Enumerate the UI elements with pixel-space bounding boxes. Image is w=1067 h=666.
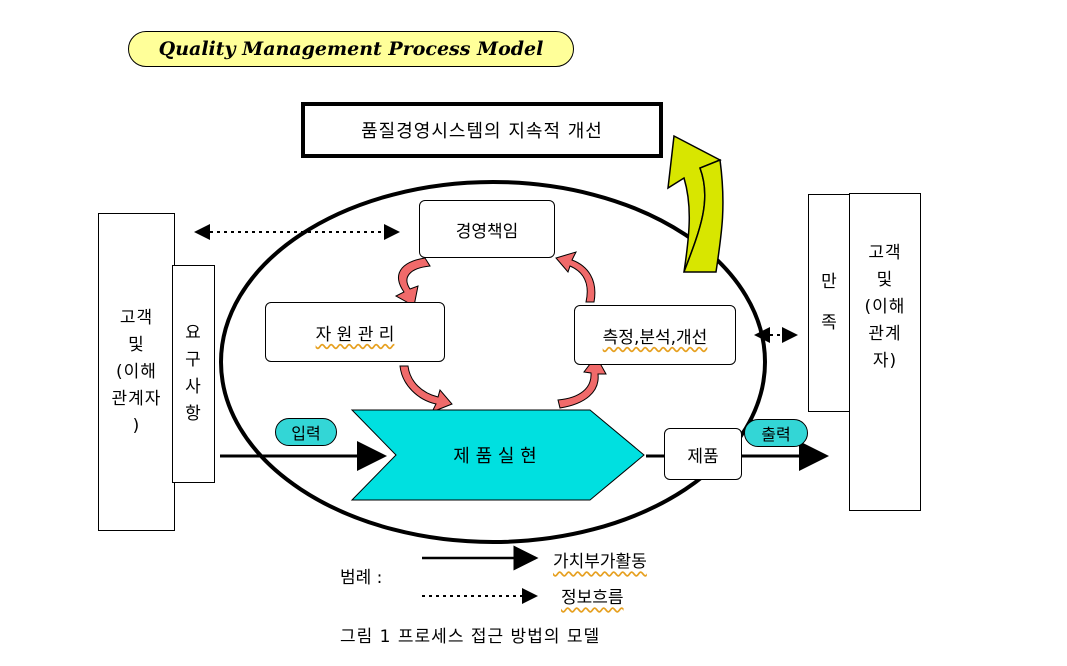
- legend-value-added-label: 가치부가활동: [553, 552, 647, 572]
- customer-right-line: 고객: [868, 242, 902, 263]
- legend-information-flow-label: 정보흐름: [561, 588, 624, 608]
- requirements-char: 사: [185, 377, 202, 397]
- figure-caption: 그림 1 프로세스 접근 방법의 모델: [340, 627, 601, 647]
- measurement-label: 측정,분석,개선: [602, 327, 708, 348]
- product-box: 제품: [664, 428, 742, 480]
- resource-management-box: 자 원 관 리: [265, 302, 445, 362]
- legend-label: 범례 :: [340, 568, 383, 588]
- requirements-box: 요 구 사 항: [172, 265, 215, 483]
- customer-right-line: (이해: [864, 296, 906, 317]
- output-badge: 출력: [744, 419, 808, 447]
- model-title: Quality Management Process Model: [128, 31, 574, 67]
- satisfaction-char: 족: [821, 313, 838, 333]
- customer-left-line: 관계자: [111, 388, 162, 409]
- requirements-char: 항: [185, 404, 202, 424]
- customer-left-box: 고객 및 (이해 관계자 ): [98, 213, 175, 531]
- customer-right-line: 및: [876, 269, 894, 290]
- cycle-arrows: [394, 251, 607, 413]
- customer-right-line: 자): [872, 350, 898, 371]
- customer-left-line: 및: [128, 334, 145, 355]
- measurement-box: 측정,분석,개선: [574, 305, 736, 365]
- requirements-char: 구: [185, 350, 202, 370]
- product-realization-shape: [350, 409, 645, 501]
- customer-left-line: ): [132, 415, 141, 436]
- customer-left-line: (이해: [116, 361, 157, 382]
- continuous-improvement-box: 품질경영시스템의 지속적 개선: [301, 102, 663, 158]
- customer-left-line: 고객: [119, 307, 154, 328]
- process-ellipse: [219, 180, 767, 544]
- resource-management-label: 자 원 관 리: [315, 324, 395, 345]
- legend-information-flow: 정보흐름: [561, 583, 671, 608]
- product-realization-label: 제 품 실 현: [453, 446, 537, 467]
- input-badge: 입력: [275, 418, 337, 446]
- requirements-char: 요: [185, 323, 202, 343]
- customer-right-line: 관계: [868, 323, 902, 344]
- legend-value-added: 가치부가활동: [553, 547, 693, 572]
- satisfaction-char: 만: [821, 272, 838, 292]
- customer-right-box: 고객 및 (이해 관계 자): [849, 193, 921, 511]
- satisfaction-box: 만 족: [808, 194, 851, 412]
- management-responsibility-box: 경영책임: [419, 200, 555, 258]
